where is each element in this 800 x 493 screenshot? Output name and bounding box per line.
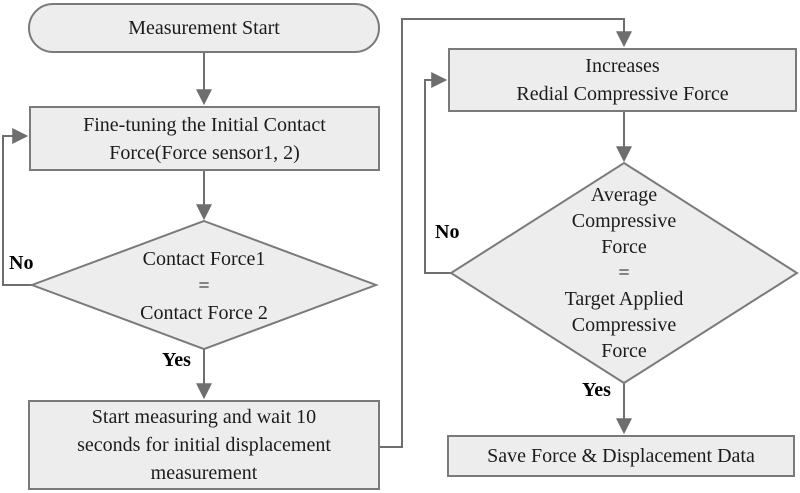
start-measuring-line-1: Start measuring and wait 10 [91, 406, 317, 428]
contact-decision-line-3: Contact Force 2 [140, 302, 268, 324]
contact-decision-line-2: = [198, 275, 210, 297]
save-data-process: Save Force & Displacement Data [447, 435, 795, 477]
average-decision-line-2: Compressive [571, 210, 677, 232]
average-yes-label: Yes [582, 379, 611, 401]
start-measuring-process: Start measuring and wait 10 seconds for … [28, 400, 380, 490]
save-data-label: Save Force & Displacement Data [487, 445, 755, 467]
average-force-decision-text: Average Compressive Force = Target Appli… [524, 182, 724, 364]
average-decision-line-7: Force [601, 340, 647, 362]
contact-force-decision-text: Contact Force1 = Contact Force 2 [84, 246, 324, 327]
fine-tune-process: Fine-tuning the Initial Contact Force(Fo… [29, 106, 380, 171]
start-measuring-line-3: measurement [150, 462, 258, 484]
start-measuring-line-2: seconds for initial displacement [77, 434, 331, 456]
average-no-label: No [435, 221, 460, 243]
increase-force-process: Increases Redial Compressive Force [448, 48, 797, 112]
start-node-label: Measurement Start [128, 17, 280, 39]
contact-decision-line-1: Contact Force1 [142, 248, 266, 270]
contact-force-decision-shape [29, 219, 379, 351]
contact-no-label: No [9, 252, 34, 274]
increase-force-line-1: Increases [585, 55, 660, 77]
fine-tune-line-1: Fine-tuning the Initial Contact [83, 113, 326, 136]
average-decision-line-6: Compressive [571, 314, 677, 336]
increase-force-line-2: Redial Compressive Force [516, 83, 729, 105]
edge-contact-no-loop [2, 128, 33, 286]
edge-start-measuring-to-increase [380, 18, 632, 448]
average-decision-line-4: = [618, 262, 630, 284]
start-node: Measurement Start [28, 3, 380, 53]
edge-average-no-loop [424, 72, 451, 274]
average-force-decision-shape [449, 161, 799, 385]
fine-tune-line-2: Force(Force sensor1, 2) [109, 141, 300, 164]
average-decision-line-1: Average [590, 184, 658, 206]
average-decision-line-3: Force [601, 236, 647, 258]
contact-yes-label: Yes [162, 349, 191, 371]
average-decision-line-5: Target Applied [564, 288, 684, 310]
